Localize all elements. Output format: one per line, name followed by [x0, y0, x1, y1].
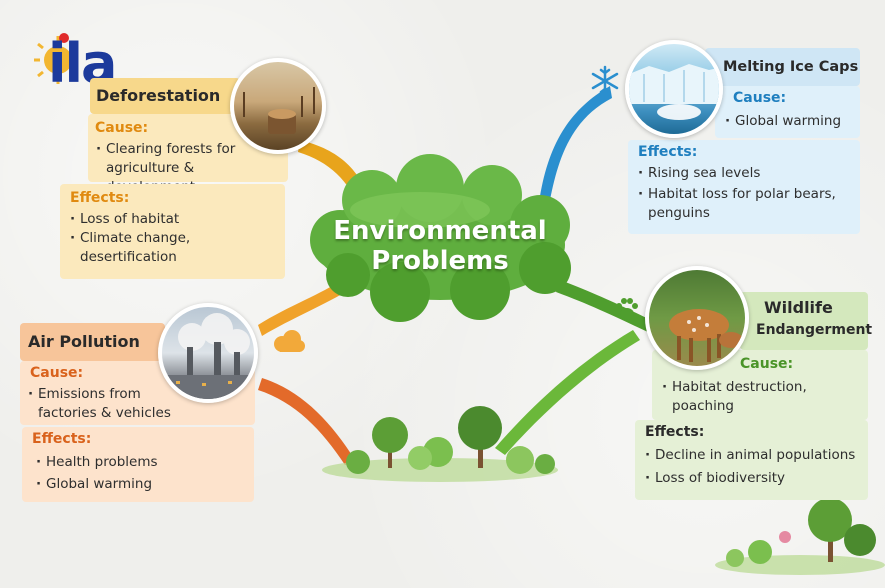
wildlife-cause-item: Habitat destruction, poaching [660, 378, 860, 416]
melting-ice-effects-box: Effects: Rising sea levels Habitat loss … [628, 140, 860, 234]
wildlife-title-box: Wildlife Endangerment [740, 292, 872, 350]
wildlife-effects-label: Effects: [645, 424, 705, 440]
melting-ice-effect-item: Habitat loss for polar bears, penguins [636, 185, 856, 223]
wildlife-effects-list: Decline in animal populations Loss of bi… [643, 446, 868, 488]
branch-wildlife-lower [495, 330, 640, 455]
deforestation-effect-item: Loss of habitat [68, 210, 278, 229]
wildlife-photo [645, 266, 749, 370]
central-cloud [310, 154, 571, 322]
wildlife-cause-label: Cause: [740, 356, 794, 372]
wildlife-title-line2: Endangerment [756, 322, 873, 338]
air-pollution-cause-label: Cause: [30, 365, 84, 381]
melting-ice-cause-label: Cause: [733, 90, 787, 106]
tree-cluster-center [322, 406, 558, 482]
paw-icon [616, 298, 638, 320]
air-pollution-cause-list: Emissions from factories & vehicles [26, 385, 186, 423]
air-pollution-effect-item: Global warming [34, 475, 244, 494]
deforestation-title: Deforestation [96, 86, 221, 105]
branch-wildlife [556, 280, 655, 333]
air-pollution-cause-box: Cause: Emissions from factories & vehicl… [20, 361, 255, 425]
wildlife-cause-list: Habitat destruction, poaching [660, 378, 860, 416]
air-pollution-effects-list: Health problems Global warming [34, 453, 244, 494]
central-title-line1: Environmental [333, 216, 547, 246]
melting-ice-effects-list: Rising sea levels Habitat loss for polar… [636, 164, 856, 223]
deforestation-photo [230, 58, 326, 154]
cloud-icon [274, 330, 305, 352]
deforestation-effects-box: Effects: Loss of habitat Climate change,… [60, 184, 285, 279]
wildlife-title-line1: Wildlife [764, 298, 833, 317]
branch-melting-ice [540, 86, 612, 200]
air-pollution-effect-item: Health problems [34, 453, 244, 472]
snowflake-icon [591, 65, 619, 97]
branch-air-lower [258, 378, 355, 465]
deforestation-effect-item: Climate change, desertification [68, 229, 278, 267]
tree-cluster-corner [715, 498, 885, 575]
branch-air-pollution [258, 278, 352, 336]
logo-sun-icon [34, 33, 72, 84]
deforestation-effects-label: Effects: [70, 190, 130, 206]
melting-ice-effects-label: Effects: [638, 144, 698, 160]
melting-ice-title: Melting Ice Caps [723, 59, 859, 75]
melting-ice-cause-item: Global warming [723, 112, 858, 131]
wildlife-effect-item: Decline in animal populations [643, 446, 868, 465]
central-title-line2: Problems [371, 246, 509, 276]
melting-ice-photo [625, 40, 723, 138]
melting-ice-cause-box: Cause: Global warming [715, 86, 860, 138]
deforestation-title-box: Deforestation [90, 78, 240, 114]
air-pollution-effects-box: Effects: Health problems Global warming [22, 427, 254, 502]
melting-ice-cause-list: Global warming [723, 112, 858, 131]
air-pollution-cause-item: Emissions from factories & vehicles [26, 385, 186, 423]
wildlife-effect-item: Loss of biodiversity [643, 469, 868, 488]
deforestation-cause-label: Cause: [95, 120, 149, 136]
air-pollution-title: Air Pollution [28, 332, 140, 351]
air-pollution-title-box: Air Pollution [20, 323, 165, 361]
air-pollution-effects-label: Effects: [32, 431, 92, 447]
deforestation-effects-list: Loss of habitat Climate change, desertif… [68, 210, 278, 267]
air-pollution-photo [158, 303, 258, 403]
wildlife-effects-box: Effects: Decline in animal populations L… [635, 420, 868, 500]
melting-ice-title-box: Melting Ice Caps [705, 48, 860, 86]
melting-ice-effect-item: Rising sea levels [636, 164, 856, 183]
central-title: Environmental Problems [330, 216, 550, 276]
